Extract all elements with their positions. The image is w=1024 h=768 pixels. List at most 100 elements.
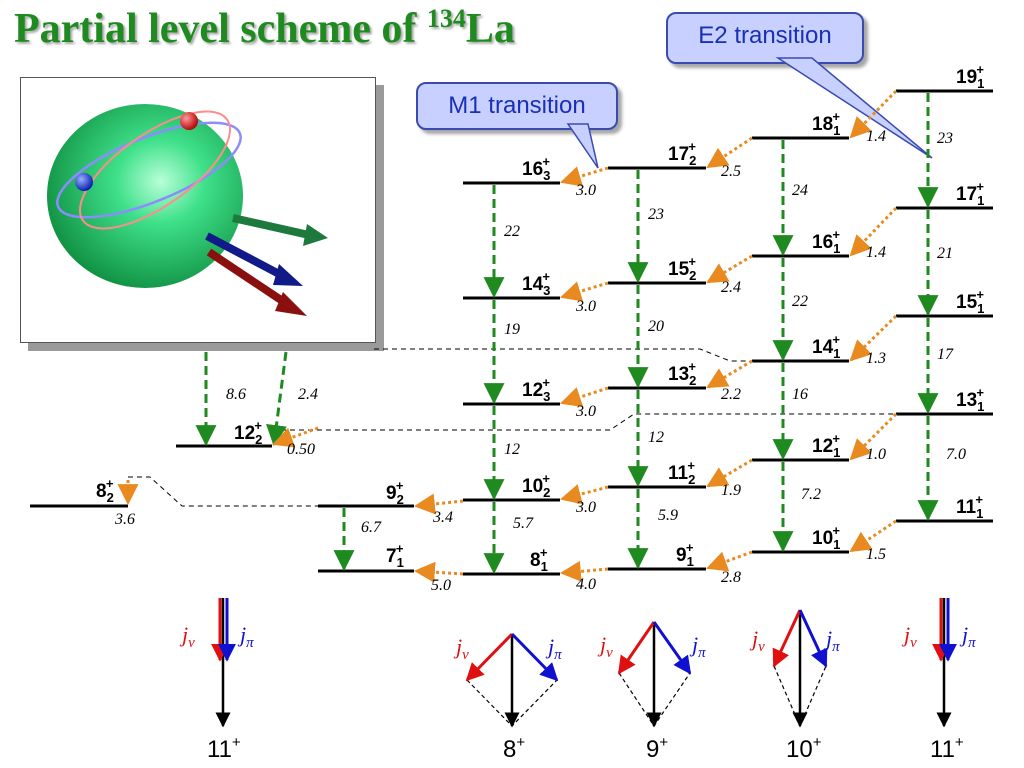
- m1-value: 2.2: [721, 386, 741, 403]
- m1-value: 5.0: [431, 577, 451, 594]
- m1-value: 3.4: [433, 509, 453, 526]
- m1-arrow: [849, 206, 898, 257]
- level-label-19-1: 191+: [956, 62, 985, 91]
- blue-vector-arrow: [205, 232, 303, 286]
- e2-callout-pointer: [775, 57, 933, 159]
- e2-value: 23: [648, 206, 664, 223]
- m1-arrow: [706, 458, 753, 488]
- m1-value: 3.0: [576, 499, 596, 516]
- m1-transitions: [117, 89, 898, 583]
- level-label-15-2: 152+: [668, 254, 697, 283]
- j-pi-label: jπ: [962, 622, 976, 651]
- e2-value: 24: [792, 182, 808, 199]
- m1-value: 3.0: [576, 298, 596, 315]
- m1-callout-pointer: [566, 123, 599, 169]
- m1-arrow: [560, 386, 609, 408]
- green-vector-arrow: [232, 214, 328, 246]
- m1-arrow: [706, 359, 753, 389]
- m1-value: 2.8: [721, 569, 741, 586]
- m1-arrow: [849, 314, 898, 362]
- level-label-13-2: 132+: [668, 359, 697, 388]
- proton-orbit: [79, 110, 231, 230]
- e2-transition-callout: E2 transition: [666, 12, 864, 64]
- j-pi-label: jπ: [826, 626, 840, 655]
- level-label-17-1: 171+: [956, 179, 985, 208]
- j-nu-label: jν: [904, 622, 917, 651]
- level-label-8-1: 81+: [530, 545, 548, 574]
- level-label-12-1: 121+: [812, 431, 841, 460]
- m1-arrow: [559, 166, 609, 187]
- level-label-16-1: 161+: [812, 227, 841, 256]
- coupling-diagram-11-right: [932, 598, 957, 728]
- level-label-18-1: 181+: [812, 109, 841, 138]
- deformed-nucleus: [47, 104, 243, 288]
- total-spin-label: 11+: [930, 734, 964, 763]
- level-label-10-2: 102+: [522, 471, 551, 500]
- e2-value: 12: [504, 441, 520, 458]
- coupling-diagram-11-left: [211, 598, 236, 728]
- level-label-9-1: 91+: [676, 540, 694, 569]
- level-label-15-1: 151+: [956, 287, 985, 316]
- level-label-11-2: 112+: [668, 458, 696, 487]
- m1-value: 3.6: [115, 511, 135, 528]
- j-pi-label: jπ: [692, 632, 706, 661]
- m1-arrow: [559, 560, 609, 582]
- level-bars: [30, 89, 993, 576]
- j-nu-label: jν: [600, 632, 613, 661]
- page-title: Partial level scheme of 134La: [14, 4, 515, 52]
- m1-arrow: [849, 89, 898, 139]
- e2-value: 12: [648, 429, 664, 446]
- m1-arrow: [413, 493, 464, 515]
- m1-value: 4.0: [576, 576, 596, 593]
- m1-transition-callout: M1 transition: [416, 82, 618, 130]
- e2-value: 6.7: [361, 519, 381, 536]
- m1-value: 2.5: [721, 163, 741, 180]
- e2-value: 8.6: [226, 386, 246, 403]
- level-label-13-1: 131+: [956, 385, 985, 414]
- m1-value: 3.0: [576, 403, 596, 420]
- e2-value: 2.4: [298, 386, 318, 403]
- e2-value: 5.9: [658, 507, 678, 524]
- m1-value: 2.4: [721, 279, 741, 296]
- j-pi-label: jπ: [548, 634, 562, 663]
- e2-value: 22: [504, 223, 520, 240]
- m1-arrow: [272, 426, 319, 448]
- total-spin-label: 9+: [646, 734, 669, 763]
- m1-value: 0.50: [287, 441, 315, 458]
- level-label-14-1: 141+: [812, 332, 841, 361]
- level-label-10-1: 101+: [812, 523, 841, 552]
- level-label-9-2: 92+: [386, 478, 404, 507]
- m1-value: 1.0: [866, 446, 886, 463]
- level-label-16-3: 163+: [522, 154, 551, 183]
- level-label-12-2: 122+: [234, 418, 263, 447]
- level-label-12-3: 123+: [522, 375, 551, 404]
- m1-value: 1.4: [866, 128, 886, 145]
- e2-value: 21: [937, 245, 953, 262]
- m1-arrow: [706, 254, 753, 284]
- e2-value: 19: [504, 321, 520, 338]
- j-nu-label: jν: [752, 626, 765, 655]
- level-label-8-2: 82+: [96, 476, 114, 505]
- level-label-11-1: 111+: [956, 492, 984, 521]
- m1-arrow: [849, 412, 898, 461]
- e2-value: 16: [792, 386, 808, 403]
- total-spin-label: 8+: [503, 734, 526, 763]
- coupling-diagram-9: [617, 621, 692, 728]
- total-spin-label: 10+: [786, 734, 822, 763]
- total-spin-label: 11+: [207, 734, 241, 763]
- neutron-ball: [75, 173, 93, 191]
- coupling-diagram-10: [772, 609, 828, 728]
- m1-value: 1.3: [866, 350, 886, 367]
- level-label-7-1: 71+: [386, 541, 404, 570]
- e2-value: 7.2: [801, 486, 821, 503]
- m1-arrow: [559, 484, 609, 505]
- e2-value: 23: [937, 130, 953, 147]
- level-label-17-2: 172+: [668, 139, 697, 168]
- j-nu-label: jν: [182, 622, 195, 651]
- m1-value: 3.0: [576, 182, 596, 199]
- m1-value: 1.9: [721, 482, 741, 499]
- m1-value: 1.4: [866, 244, 886, 261]
- m1-arrow: [559, 281, 609, 302]
- nucleus-illustration: [20, 77, 376, 343]
